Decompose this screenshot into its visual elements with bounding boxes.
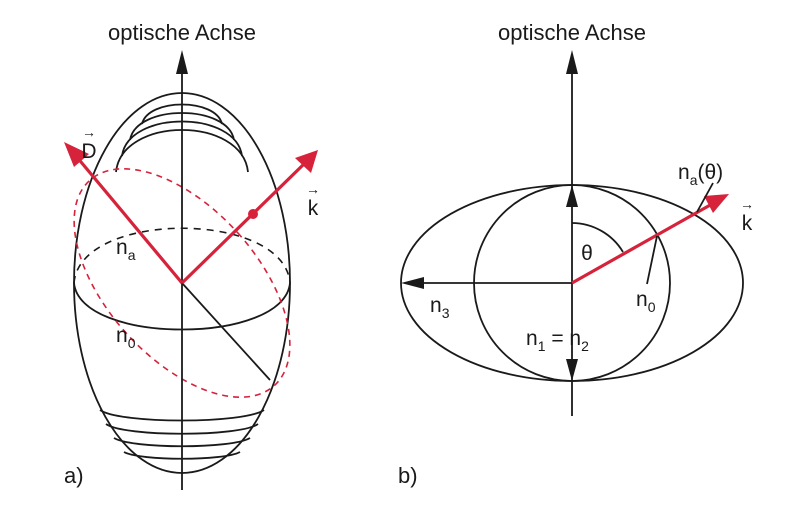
n-a-theta-leader [696, 182, 714, 213]
theta-label: θ [581, 242, 593, 265]
vector-D-label: D [81, 140, 96, 163]
lower-diagonal-line [181, 282, 271, 381]
vector-k-arrowhead-b [704, 194, 729, 213]
vector-k-label-b: k [742, 212, 753, 235]
panel-a: optische Achse → D → k na n0 a) [64, 20, 320, 490]
n-a-theta-label: na(θ) [678, 161, 723, 188]
n-0-label-a: n0 [116, 324, 136, 351]
optical-axis-b-arrowhead [566, 50, 578, 74]
n-a-label: na [116, 236, 136, 263]
n1-down-arrowhead [566, 359, 578, 381]
vector-k-line-b [571, 202, 713, 285]
optical-axis-label-a: optische Achse [108, 20, 256, 45]
n1-n2-label: n1 = n2 [526, 327, 589, 354]
vector-k-line [180, 161, 307, 285]
optical-axis-arrowhead [176, 50, 188, 74]
n-0-label-b: n0 [636, 288, 656, 315]
vector-k-arrow-symbol-b: → [740, 196, 754, 212]
n-3-label: n3 [430, 294, 450, 321]
vector-D-arrow-symbol: → [82, 124, 96, 140]
vector-D-line [74, 154, 184, 285]
vector-k-arrow-symbol: → [306, 181, 320, 197]
vector-k-arrowhead [295, 150, 318, 173]
vector-k-label-a: k [308, 197, 319, 220]
n1-up-arrowhead [566, 185, 578, 207]
vector-k-dot [248, 209, 258, 219]
index-ellipse-dashed [73, 168, 291, 398]
panel-label-a: a) [64, 463, 84, 488]
vector-D-arrowhead [64, 142, 89, 167]
panel-b: optische Achse θ na(θ) → k n0 n3 n1 = n2… [398, 20, 754, 488]
panel-label-b: b) [398, 463, 418, 488]
optical-axis-label-b: optische Achse [498, 20, 646, 45]
n3-arrowhead [401, 277, 424, 289]
n-0-leader [646, 235, 658, 285]
theta-arc [571, 222, 624, 253]
